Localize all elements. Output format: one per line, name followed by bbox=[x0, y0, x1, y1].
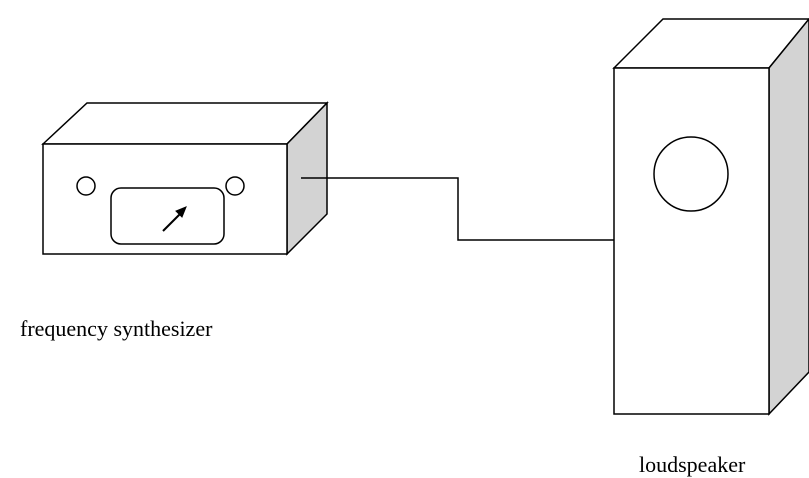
meter-needle-arrowhead bbox=[175, 206, 187, 218]
loudspeaker-side-face bbox=[768, 17, 809, 416]
synthesizer-knob-left bbox=[76, 176, 96, 196]
loudspeaker-cone bbox=[653, 136, 729, 212]
synthesizer-knob-right bbox=[225, 176, 245, 196]
synthesizer-meter-display bbox=[110, 187, 225, 245]
loudspeaker-label: loudspeaker bbox=[639, 452, 746, 477]
synthesizer-top-face bbox=[41, 102, 329, 145]
loudspeaker-box bbox=[612, 17, 809, 416]
synthesizer-box bbox=[41, 101, 329, 256]
loudspeaker-front-face bbox=[613, 67, 770, 415]
synthesizer-label: frequency synthesizer bbox=[20, 316, 213, 341]
connecting-wire bbox=[301, 177, 614, 241]
